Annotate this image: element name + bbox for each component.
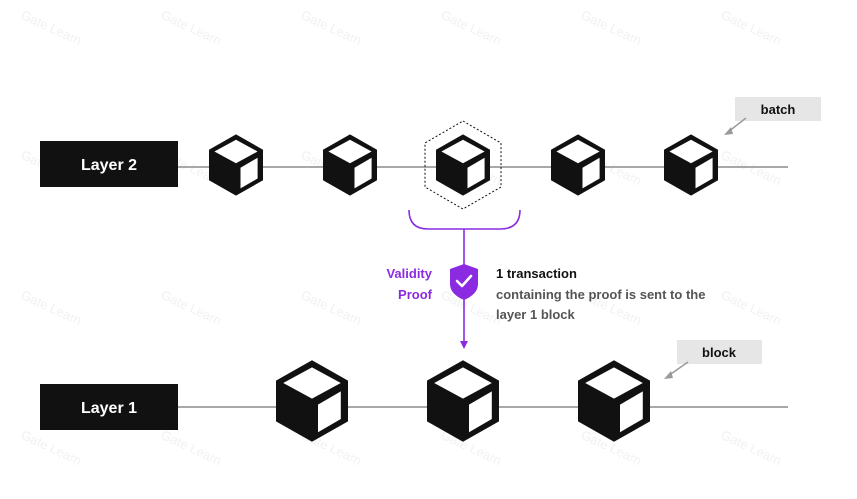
transaction-desc-line2: layer 1 block [496,307,576,322]
cube-icon [551,134,605,196]
layer1-label: Layer 1 [81,400,137,417]
batch-callout-label: batch [761,102,796,117]
layer2-cubes [209,134,718,196]
watermark-text: Gate Learn [299,7,364,48]
transaction-desc-line1: containing the proof is sent to the [496,287,705,302]
block-callout-box [677,340,762,364]
block-pointer-arrowhead [664,371,673,379]
batch-bracket [408,209,521,230]
watermark-text: Gate Learn [19,287,84,328]
shield-check-icon [450,264,478,300]
watermark-text: Gate Learn [19,427,84,468]
layer2-label: Layer 2 [81,157,137,174]
cube-icon [323,134,377,196]
watermark-text: Gate Learn [19,7,84,48]
cube-icon [276,360,348,442]
watermark-text: Gate Learn [159,287,224,328]
block-callout-label: block [702,345,737,360]
layer2-label-box [40,141,178,187]
watermark-text: Gate Learn [159,427,224,468]
cube-icon [436,134,490,196]
batch-callout-box [735,97,821,121]
watermark-text: Gate Learn [579,7,644,48]
cube-icon [209,134,263,196]
validity-proof-line1: Validity [386,266,432,281]
watermark-text: Gate Learn [719,7,784,48]
watermark-text: Gate Learn [299,287,364,328]
proof-arrowhead [460,341,468,349]
cube-icon [427,360,499,442]
watermark-text: Gate Learn [719,287,784,328]
transaction-title: 1 transaction [496,266,577,281]
cube-icon [664,134,718,196]
watermark-text: Gate Learn [159,7,224,48]
layer1-cubes [276,360,650,442]
validity-proof-line2: Proof [398,287,433,302]
cube-icon [578,360,650,442]
batch-pointer-arrowhead [724,127,733,135]
watermark-text: Gate Learn [719,427,784,468]
watermark-text: Gate Learn [439,7,504,48]
layer1-label-box [40,384,178,430]
